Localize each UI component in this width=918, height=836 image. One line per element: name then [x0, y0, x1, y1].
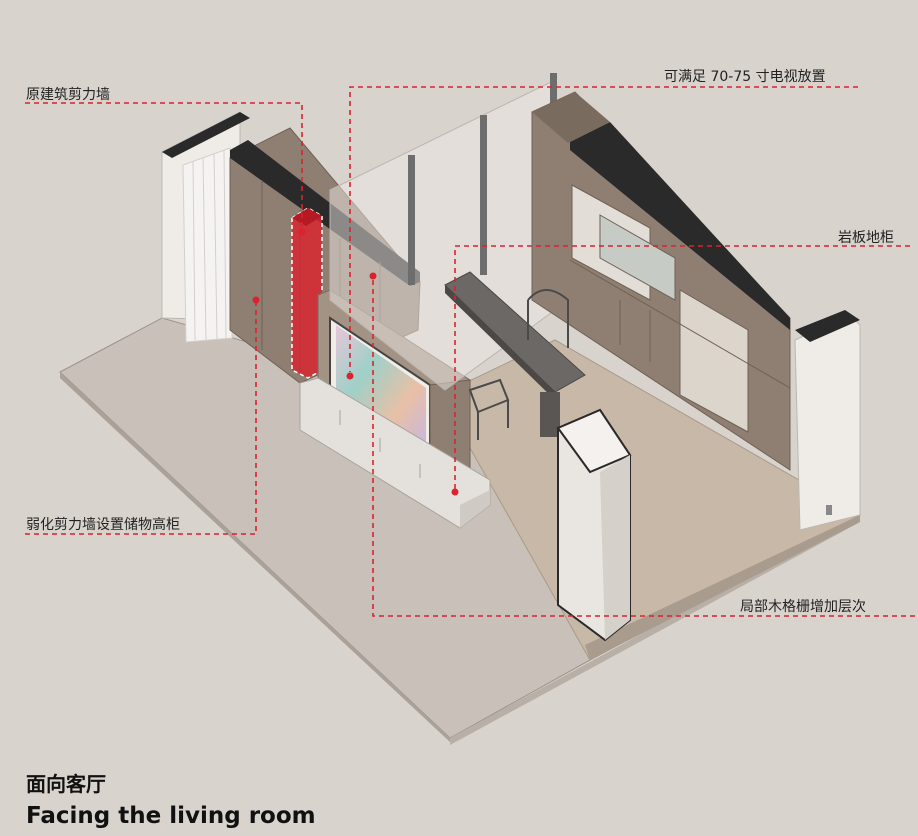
- leader-shear-wall: [25, 102, 303, 232]
- label-slate-cabinet: 岩板地柜: [838, 230, 894, 246]
- caption-title-en: Facing the living room: [26, 803, 316, 829]
- label-storage: 弱化剪力墙设置储物高柜: [26, 517, 180, 533]
- label-wood-grille: 局部木格栅增加层次: [740, 599, 866, 615]
- callout-lines: [25, 86, 915, 617]
- leader-tv: [349, 86, 858, 372]
- callout-dots: [252, 228, 459, 496]
- tv-screen: [336, 325, 426, 448]
- slate-floor-cabinet: [299, 377, 491, 529]
- leader-slate-cabinet: [454, 245, 910, 492]
- label-shear-wall: 原建筑剪力墙: [26, 87, 110, 103]
- caption-title-zh: 面向客厅: [26, 772, 106, 796]
- right-end-wall: [794, 310, 861, 531]
- left-wall: [161, 111, 250, 343]
- label-tv: 可满足 70-75 寸电视放置: [664, 69, 826, 85]
- chairs: [468, 289, 569, 440]
- front-column: [556, 408, 632, 642]
- right-cabinet-wall: [531, 91, 791, 471]
- leader-storage: [25, 300, 257, 535]
- leader-wood-grille: [372, 276, 915, 617]
- shear-wall-column: [291, 207, 323, 379]
- dining-table: [444, 271, 586, 437]
